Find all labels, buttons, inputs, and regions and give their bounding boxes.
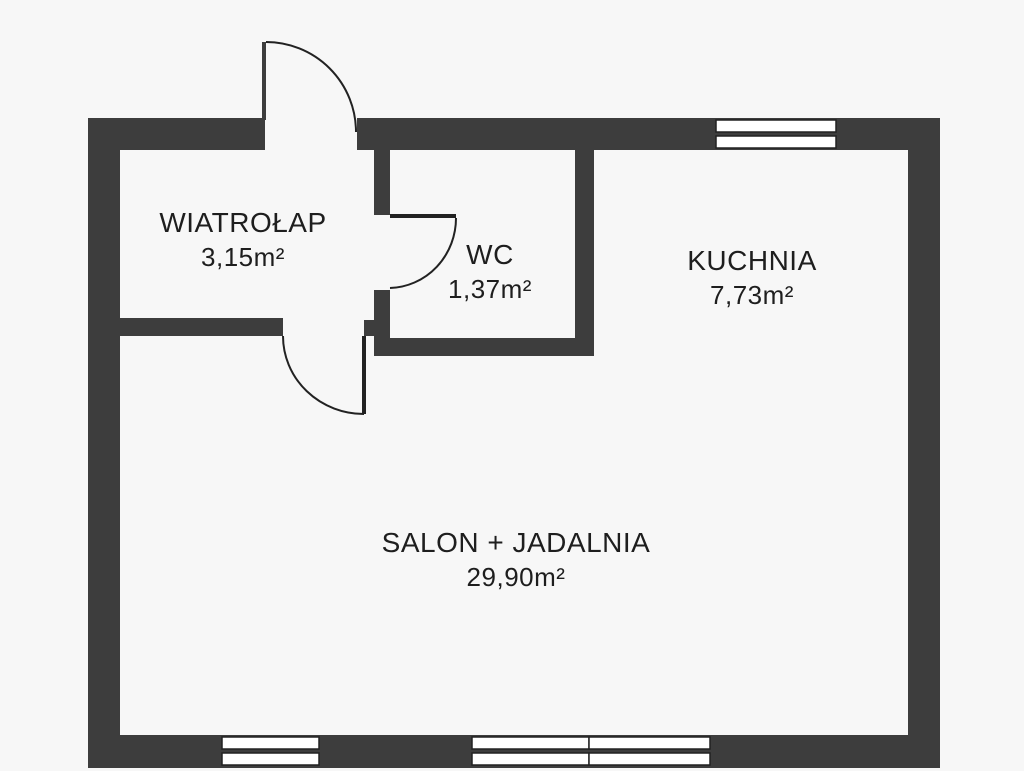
room-label-salon: SALON + JADALNIA 29,90m² xyxy=(382,526,651,594)
window-kitchen xyxy=(715,119,837,133)
wall-wc-left-top xyxy=(374,150,390,215)
room-name: KUCHNIA xyxy=(687,245,817,276)
wall-stub xyxy=(364,320,376,336)
doors xyxy=(265,41,457,415)
wall-top-left xyxy=(88,118,265,150)
room-name: WC xyxy=(466,239,514,270)
window-salon-right-pane xyxy=(588,752,711,766)
window-salon-left xyxy=(221,736,320,750)
room-label-kuchnia: KUCHNIA 7,73m² xyxy=(687,244,817,312)
room-area: 3,15m² xyxy=(201,242,285,272)
entrance-door-swing xyxy=(265,41,357,133)
room-area: 1,37m² xyxy=(448,274,532,304)
window-salon-right-pane xyxy=(471,752,590,766)
wall-wc-right xyxy=(575,150,594,356)
salon-door-swing xyxy=(282,335,365,415)
room-area: 29,90m² xyxy=(466,562,566,592)
wall-wc-bottom xyxy=(374,338,594,356)
room-label-wc: WC 1,37m² xyxy=(448,238,532,306)
windows xyxy=(221,119,837,766)
room-name: WIATROŁAP xyxy=(159,207,327,238)
room-label-wiatrolap: WIATROŁAP 3,15m² xyxy=(159,206,326,274)
wall-top-right xyxy=(357,118,940,150)
window-salon-right-pane xyxy=(588,736,711,750)
entrance-jamb xyxy=(262,42,266,120)
room-area: 7,73m² xyxy=(710,280,794,310)
window-kitchen-pane xyxy=(715,135,837,149)
wc-door-swing xyxy=(389,217,457,289)
walls xyxy=(88,42,940,768)
wall-right xyxy=(908,118,940,768)
wall-left xyxy=(88,118,120,768)
window-salon-right xyxy=(471,736,590,750)
window-salon-left-pane xyxy=(221,752,320,766)
wall-vestibule xyxy=(120,318,283,336)
room-name: SALON + JADALNIA xyxy=(381,527,651,558)
